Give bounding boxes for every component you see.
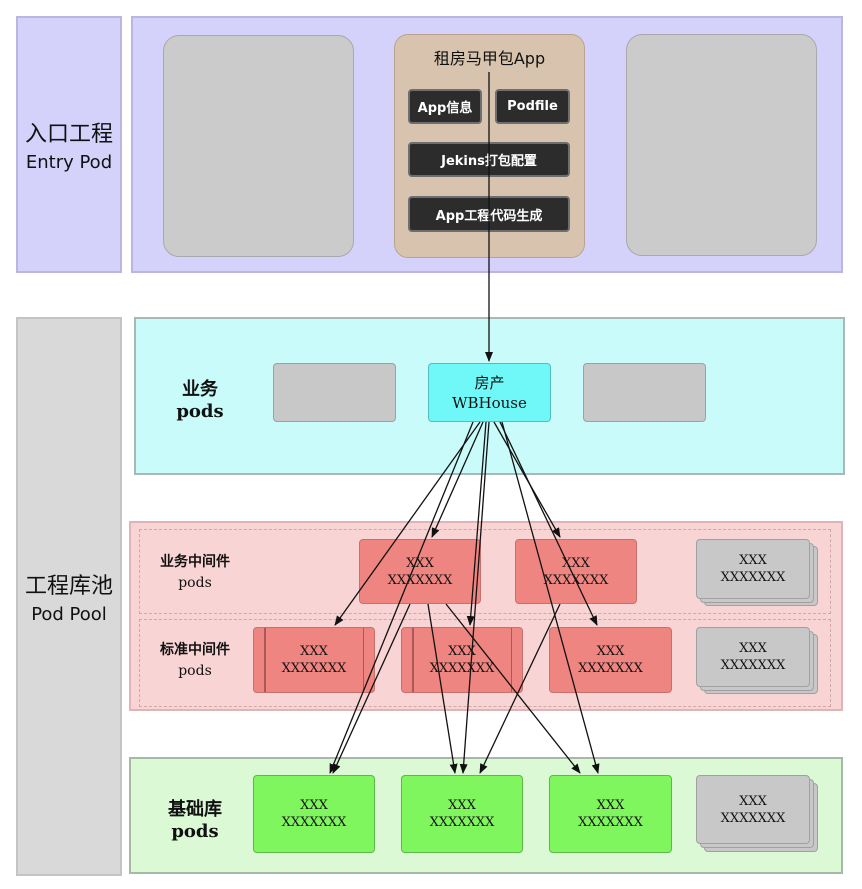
business-pod-placeholder-right [583,363,706,422]
arrow-house-to-base1 [329,421,474,774]
std-middleware-group [139,619,831,707]
base-node-2[interactable]: XXX XXXXXXX [401,775,523,853]
base-node-1[interactable]: XXX XXXXXXX [253,775,375,853]
arrow-biz2-to-base2 [479,603,561,774]
node-line2: XXXXXXX [578,815,643,830]
biz-middleware-group [139,529,831,614]
base-node-inactive[interactable]: XXX XXXXXXX [696,775,810,844]
biz-middleware-label-en: pods [178,574,212,591]
std-middleware-node-3[interactable]: XXX XXXXXXX [549,627,672,693]
std-middleware-node-2[interactable]: XXX XXXXXXX [401,627,523,693]
entry-label-zh: 入口工程 [24,122,113,147]
node-edge-bar [264,628,266,692]
base-pods-label: 基础库 pods [145,790,245,846]
biz-middleware-node-inactive[interactable]: XXX XXXXXXX [696,539,810,599]
node-line1: XXX [300,798,328,813]
node-line2: XXXXXXX [720,570,786,585]
pool-section-label: 工程库池 Pod Pool [16,317,122,876]
std-middleware-label-zh: 标准中间件 [160,641,230,658]
arrow-biz1-to-base2 [427,603,458,774]
node-line2: XXXXXXX [720,658,786,673]
std-middleware-label-en: pods [178,662,212,679]
node-line1: XXX [739,641,767,656]
arrow-house-to-std1 [334,421,481,626]
biz-middleware-label-zh: 业务中间件 [160,553,230,570]
arrow-house-to-base2 [459,421,490,774]
node-line1: XXX [596,798,625,813]
node-line1: XXX [406,555,434,571]
node-line1: XXX [739,793,767,809]
node-line2: XXXXXXX [387,572,453,588]
node-line2: XXXXXXX [429,815,495,830]
biz-middleware-node-2[interactable]: XXX XXXXXXX [515,539,637,604]
biz-middleware-label: 业务中间件 pods [140,550,250,595]
node-edge-bar [362,628,364,692]
node-line1: XXX [448,644,476,659]
app-info-button[interactable]: App信息 [408,89,482,124]
node-line2: XXXXXXX [281,661,347,676]
arrow-biz1-to-base3 [445,603,581,774]
std-middleware-node-1[interactable]: XXX XXXXXXX [253,627,375,693]
std-middleware-node-inactive[interactable]: XXX XXXXXXX [696,627,810,687]
node-line2: XXXXXXX [578,661,643,676]
wbhouse-node[interactable]: 房产 WBHouse [428,363,551,422]
node-line1: XXX [300,644,328,659]
arrow-house-to-base3 [501,421,600,774]
entry-label-en: Entry Pod [25,152,113,173]
node-line2: XXXXXXX [429,661,495,676]
node-line1: XXX [596,644,625,659]
business-label-en: pods [176,400,224,422]
podfile-button[interactable]: Podfile [495,89,570,124]
node-edge-bar [510,628,512,692]
std-middleware-label: 标准中间件 pods [140,638,250,683]
business-label-zh: 业务 [182,378,218,400]
pool-label-en: Pod Pool [31,604,107,625]
node-edge-bar [412,628,414,692]
business-pods-label: 业务 pods [150,370,250,426]
entry-app-placeholder-right [626,34,817,256]
base-label-en: pods [171,820,219,842]
node-line2: XXXXXXX [281,815,347,830]
node-line1: XXX [739,553,767,568]
arrow-house-to-std3 [499,421,598,626]
entry-app-title: 租房马甲包App [433,49,546,68]
entry-app-placeholder-left [163,35,354,257]
node-line1: XXX [448,798,476,813]
node-line2: XXXXXXX [720,810,786,826]
base-label-zh: 基础库 [168,798,222,820]
base-node-3[interactable]: XXX XXXXXXX [549,775,672,853]
entry-section-label: 入口工程 Entry Pod [16,16,122,273]
business-pod-placeholder-left [273,363,396,422]
pool-label-zh: 工程库池 [24,574,113,599]
wbhouse-name-zh: 房产 [474,373,505,392]
arrow-house-to-std2 [466,421,487,626]
biz-middleware-node-1[interactable]: XXX XXXXXXX [359,539,481,604]
arrow-house-to-biz1 [431,421,484,538]
arrow-biz1-to-base1 [332,603,411,774]
wbhouse-name-en: WBHouse [452,393,527,412]
